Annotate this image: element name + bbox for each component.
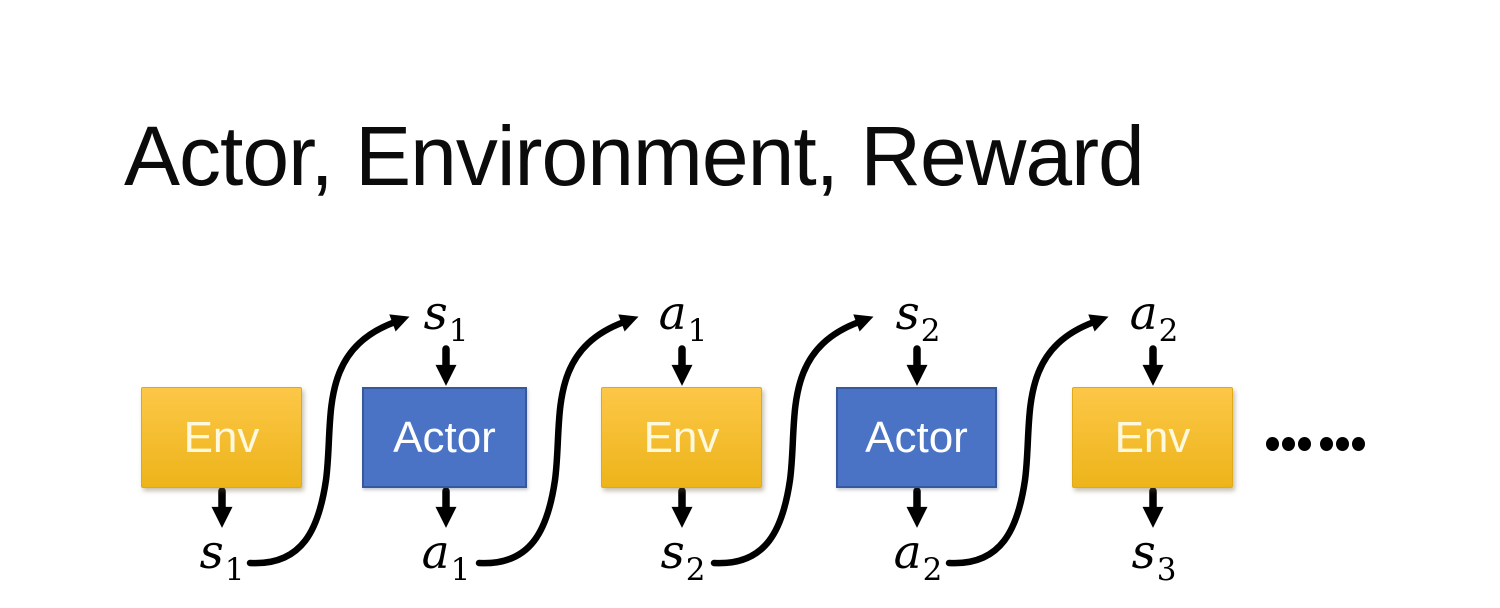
label-base: s bbox=[1131, 525, 1156, 580]
dot bbox=[1320, 437, 1333, 451]
env-box-label: Env bbox=[1114, 412, 1191, 462]
actor-box-label: Actor bbox=[393, 412, 496, 462]
flow-curve-a1 bbox=[475, 314, 639, 567]
env-box-label: Env bbox=[183, 412, 260, 462]
bottom-label-s1: s1 bbox=[200, 529, 245, 586]
bottom-label-s3: s3 bbox=[1132, 529, 1177, 586]
label-base: s bbox=[423, 286, 448, 341]
label-subscript: 2 bbox=[920, 313, 941, 349]
label-subscript: 2 bbox=[1158, 313, 1179, 349]
flow-curve-s1 bbox=[246, 314, 410, 567]
label-subscript: 1 bbox=[687, 313, 708, 349]
label-base: s bbox=[199, 525, 224, 580]
label-base: s bbox=[660, 525, 685, 580]
continuation-ellipsis bbox=[1266, 437, 1368, 451]
env-box-2: Env bbox=[601, 387, 762, 488]
bottom-label-s2: s2 bbox=[661, 529, 706, 586]
label-subscript: 2 bbox=[685, 552, 706, 588]
flow-curve-s2 bbox=[710, 314, 874, 567]
label-subscript: 1 bbox=[224, 552, 245, 588]
dot bbox=[1336, 437, 1349, 451]
label-subscript: 3 bbox=[1156, 552, 1177, 588]
top-label-a2: a2 bbox=[1130, 290, 1179, 347]
label-base: a bbox=[658, 286, 687, 341]
bottom-label-a2: a2 bbox=[894, 529, 943, 586]
dot bbox=[1266, 437, 1279, 451]
label-subscript: 1 bbox=[448, 313, 469, 349]
dot bbox=[1298, 437, 1311, 451]
label-base: a bbox=[893, 525, 922, 580]
top-label-s2: s2 bbox=[896, 290, 941, 347]
actor-box-label: Actor bbox=[865, 412, 968, 462]
env-box-label: Env bbox=[643, 412, 720, 462]
bottom-label-a1: a1 bbox=[422, 529, 471, 586]
label-base: s bbox=[895, 286, 920, 341]
label-subscript: 2 bbox=[922, 552, 943, 588]
dot bbox=[1352, 437, 1365, 451]
env-box-1: Env bbox=[141, 387, 302, 488]
top-label-s1: s1 bbox=[424, 290, 469, 347]
slide-title: Actor, Environment, Reward bbox=[124, 109, 1145, 203]
label-subscript: 1 bbox=[450, 552, 471, 588]
flow-curve-a2 bbox=[945, 314, 1109, 567]
label-base: a bbox=[421, 525, 450, 580]
env-box-3: Env bbox=[1072, 387, 1233, 488]
actor-box-1: Actor bbox=[362, 387, 527, 488]
dot bbox=[1282, 437, 1295, 451]
top-label-a1: a1 bbox=[659, 290, 708, 347]
label-base: a bbox=[1129, 286, 1158, 341]
actor-box-2: Actor bbox=[836, 387, 997, 488]
